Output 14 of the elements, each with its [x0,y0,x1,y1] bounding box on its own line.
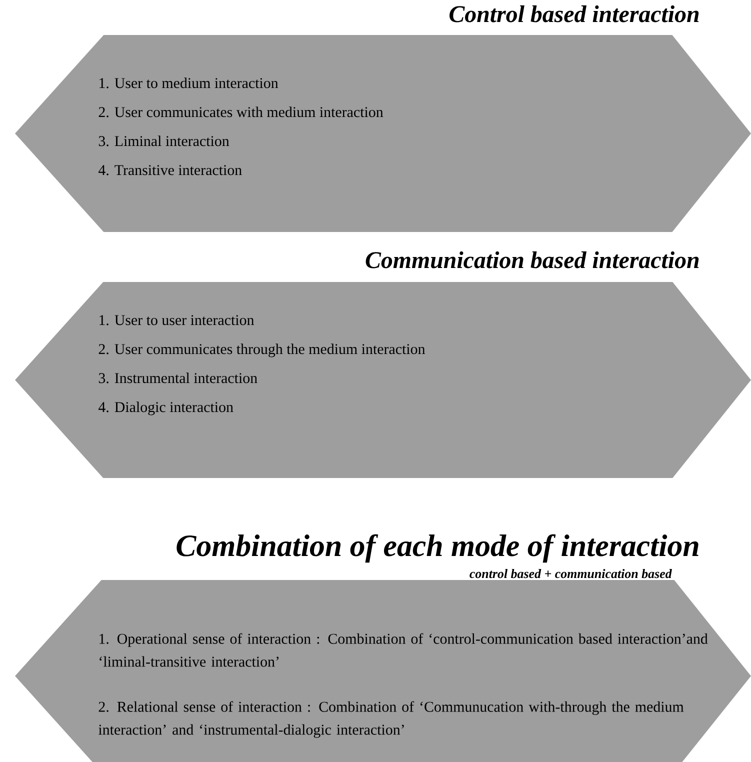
section-heading: Communication based interaction [366,251,699,268]
section-subheading: control based + communication based [470,569,672,578]
list-item: 2. Relational sense of interaction : Combination of ‘Communucation with-through the medium interaction’ and ‘instrumental-dialogic interaction’ [98,701,684,738]
list-item: 1. Operational sense of interaction : Combination of ‘control-communication based interaction’and ‘liminal-transitive interaction’ [100,633,708,667]
list-item: 4. Transitive interaction [98,165,242,176]
list-item: 3. Liminal interaction [98,136,230,146]
section-heading: Combination of each mode of interaction [176,534,698,563]
section-heading: Control based interaction [450,5,699,22]
list-item: 1. User to user interaction [100,315,254,326]
list-item: 4. Dialogic interaction [98,402,234,416]
list-item: 2. User communicates through the medium interaction [98,344,426,358]
list-item: 1. User to medium interaction [100,78,278,88]
list-item: 3. Instrumental interaction [98,372,258,384]
list-item: 2. User communicates with medium interaction [98,106,384,118]
